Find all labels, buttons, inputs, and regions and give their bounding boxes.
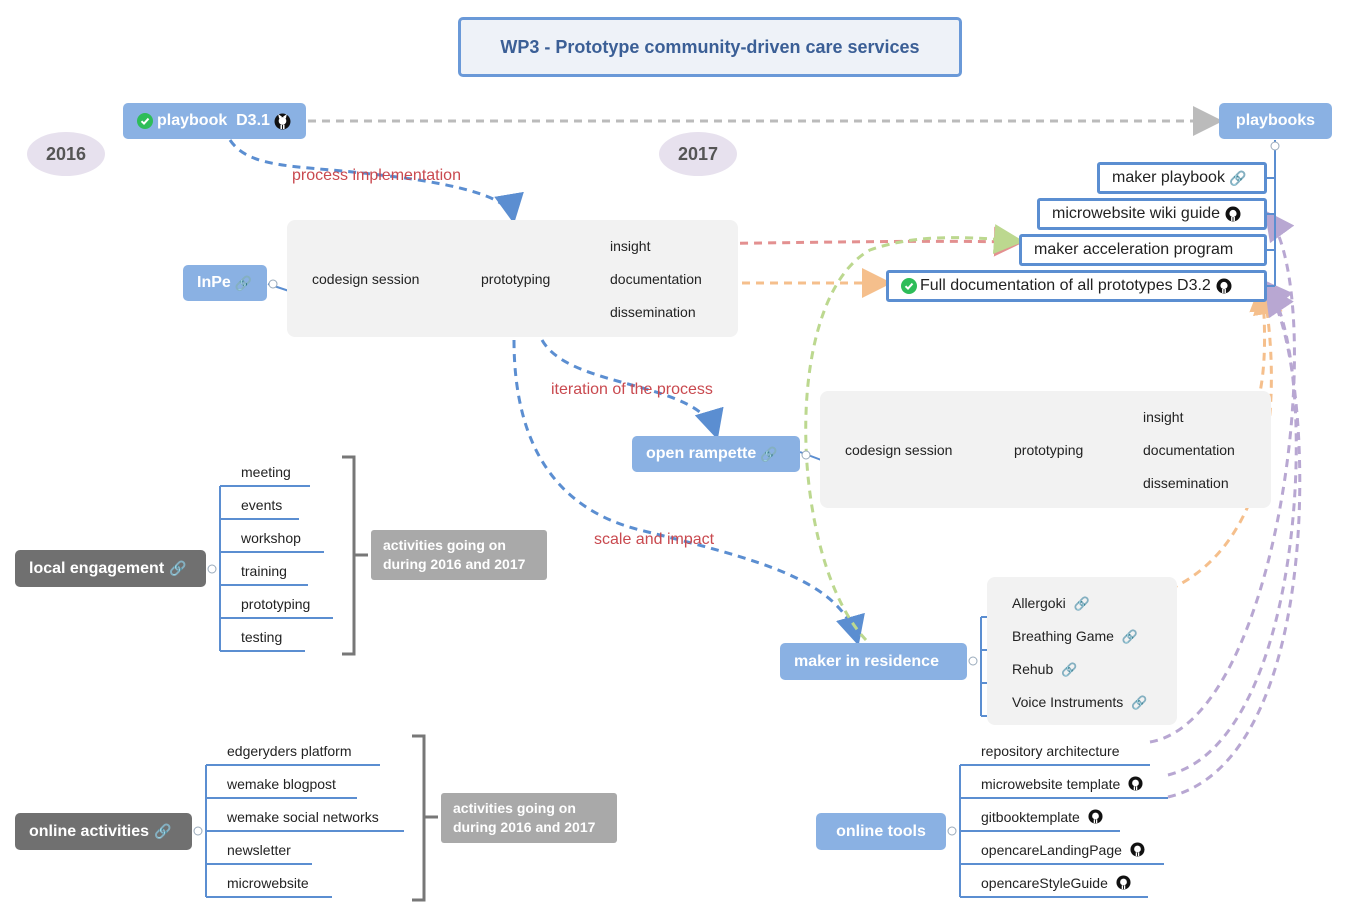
online-item-newsletter[interactable]: newsletter <box>227 842 291 858</box>
online-item-microwebsite[interactable]: microwebsite <box>227 875 309 891</box>
microwebsite-wiki-guide-item[interactable]: microwebsite wiki guide <box>1037 198 1267 230</box>
github-icon[interactable] <box>1130 842 1145 857</box>
playbooks-tree-lines <box>1266 140 1276 287</box>
online-bracket <box>412 734 426 902</box>
local-item-testing[interactable]: testing <box>241 629 283 645</box>
local-item-training[interactable]: training <box>241 563 287 579</box>
iteration-label: iteration of the process <box>551 381 713 398</box>
github-icon[interactable] <box>274 113 291 130</box>
github-icon[interactable] <box>1116 875 1131 890</box>
local-item-meeting[interactable]: meeting <box>241 464 291 480</box>
github-icon[interactable] <box>1128 776 1143 791</box>
inpe-dissemination[interactable]: dissemination <box>610 304 696 320</box>
year-2017-badge: 2017 <box>659 132 737 176</box>
allergoki-label: Allergoki <box>1012 595 1066 611</box>
inpe-prototyping[interactable]: prototyping <box>481 271 551 287</box>
residence-item-voice-instruments[interactable]: Voice Instruments 🔗 <box>1012 694 1147 711</box>
playbooks-node[interactable]: playbooks <box>1219 103 1332 139</box>
open-rampette-label: open rampette <box>646 445 757 462</box>
github-icon[interactable] <box>1225 206 1241 222</box>
local-bracket <box>342 455 356 656</box>
inpe-codesign-session[interactable]: codesign session <box>312 271 420 287</box>
scale-impact-label: scale and impact <box>594 531 715 548</box>
tools-item-opencare-styleguide[interactable]: opencareStyleGuide <box>981 875 1131 891</box>
link-icon[interactable]: 🔗 <box>154 823 172 839</box>
online-activities-node[interactable]: online activities 🔗 <box>15 813 192 850</box>
check-icon <box>137 113 153 129</box>
local-item-events[interactable]: events <box>241 497 283 513</box>
link-icon[interactable]: 🔗 <box>1073 596 1090 611</box>
inpe-insight[interactable]: insight <box>610 238 651 254</box>
tools-item-gitbooktemplate[interactable]: gitbooktemplate <box>981 809 1103 825</box>
residence-item-rehub[interactable]: Rehub 🔗 <box>1012 661 1077 678</box>
maker-playbook-item[interactable]: maker playbook 🔗 <box>1097 162 1267 194</box>
check-icon <box>901 278 917 294</box>
maker-playbook-label: maker playbook <box>1112 169 1225 186</box>
link-icon[interactable]: 🔗 <box>1121 629 1139 644</box>
link-icon[interactable]: 🔗 <box>1061 662 1078 677</box>
template-to-fulldocs-edge-2 <box>1167 285 1302 799</box>
residence-panel <box>987 577 1177 725</box>
inpe-label: InPe <box>197 274 231 291</box>
rampette-dissemination[interactable]: dissemination <box>1143 475 1229 491</box>
microwebsite-template-label: microwebsite template <box>981 776 1121 792</box>
maker-in-residence-node[interactable]: maker in residence <box>780 643 967 680</box>
rampette-insight[interactable]: insight <box>1143 409 1184 425</box>
online-item-social[interactable]: wemake social networks <box>227 809 379 825</box>
breathing-game-label: Breathing Game <box>1012 628 1114 644</box>
rampette-documentation[interactable]: documentation <box>1143 442 1235 458</box>
template-to-fulldocs-edge-1 <box>1167 279 1298 777</box>
link-icon[interactable]: 🔗 <box>760 445 778 462</box>
full-documentation-label: Full documentation of all prototypes D3.… <box>920 277 1211 294</box>
local-engagement-node[interactable]: local engagement 🔗 <box>15 550 206 587</box>
link-icon[interactable]: 🔗 <box>169 560 187 576</box>
process-implementation-label: process implementation <box>292 167 461 184</box>
voice-instruments-label: Voice Instruments <box>1012 694 1124 710</box>
residence-item-allergoki[interactable]: Allergoki 🔗 <box>1012 595 1090 612</box>
opencare-styleguide-label: opencareStyleGuide <box>981 875 1108 891</box>
link-icon[interactable]: 🔗 <box>1228 169 1247 186</box>
gitbooktemplate-label: gitbooktemplate <box>981 809 1080 825</box>
tools-item-opencare-landing[interactable]: opencareLandingPage <box>981 842 1145 858</box>
inpe-flow-panel <box>287 220 738 337</box>
full-documentation-item[interactable]: Full documentation of all prototypes D3.… <box>886 270 1267 302</box>
residence-item-breathing-game[interactable]: Breathing Game 🔗 <box>1012 628 1138 645</box>
tools-item-repository-architecture[interactable]: repository architecture <box>981 743 1120 759</box>
local-item-workshop[interactable]: workshop <box>241 530 301 546</box>
page-title: WP3 - Prototype community-driven care se… <box>458 17 962 77</box>
tools-item-microwebsite-template[interactable]: microwebsite template <box>981 776 1143 792</box>
playbook-d31-label: playbook D3.1 <box>157 112 270 129</box>
rampette-codesign-session[interactable]: codesign session <box>845 442 953 458</box>
github-icon[interactable] <box>1088 809 1103 824</box>
opencare-landing-label: opencareLandingPage <box>981 842 1122 858</box>
local-activities-note: activities going on during 2016 and 2017 <box>371 530 547 580</box>
online-item-blogpost[interactable]: wemake blogpost <box>227 776 336 792</box>
open-rampette-node[interactable]: open rampette 🔗 <box>632 436 800 472</box>
online-tools-node[interactable]: online tools <box>816 813 946 850</box>
online-item-edgeryders[interactable]: edgeryders platform <box>227 743 352 759</box>
maker-acceleration-program-item[interactable]: maker acceleration program <box>1019 234 1267 266</box>
playbook-d31-node[interactable]: playbook D3.1 <box>123 103 306 139</box>
link-icon[interactable]: 🔗 <box>234 274 253 291</box>
link-icon[interactable]: 🔗 <box>1131 695 1148 710</box>
acceleration-label: maker acceleration program <box>1034 241 1234 258</box>
local-engagement-label: local engagement <box>29 559 165 577</box>
inpe-node[interactable]: InPe 🔗 <box>183 265 267 301</box>
rehub-label: Rehub <box>1012 661 1054 677</box>
rampette-flow-panel <box>820 391 1271 508</box>
github-icon[interactable] <box>1216 278 1232 294</box>
local-item-prototyping[interactable]: prototyping <box>241 596 311 612</box>
wiki-guide-label: microwebsite wiki guide <box>1052 205 1221 222</box>
year-2016-badge: 2016 <box>27 132 105 176</box>
inpe-documentation[interactable]: documentation <box>610 271 702 287</box>
online-activities-label: online activities <box>29 822 150 840</box>
online-activities-note: activities going on during 2016 and 2017 <box>441 793 617 843</box>
rampette-prototyping[interactable]: prototyping <box>1014 442 1084 458</box>
